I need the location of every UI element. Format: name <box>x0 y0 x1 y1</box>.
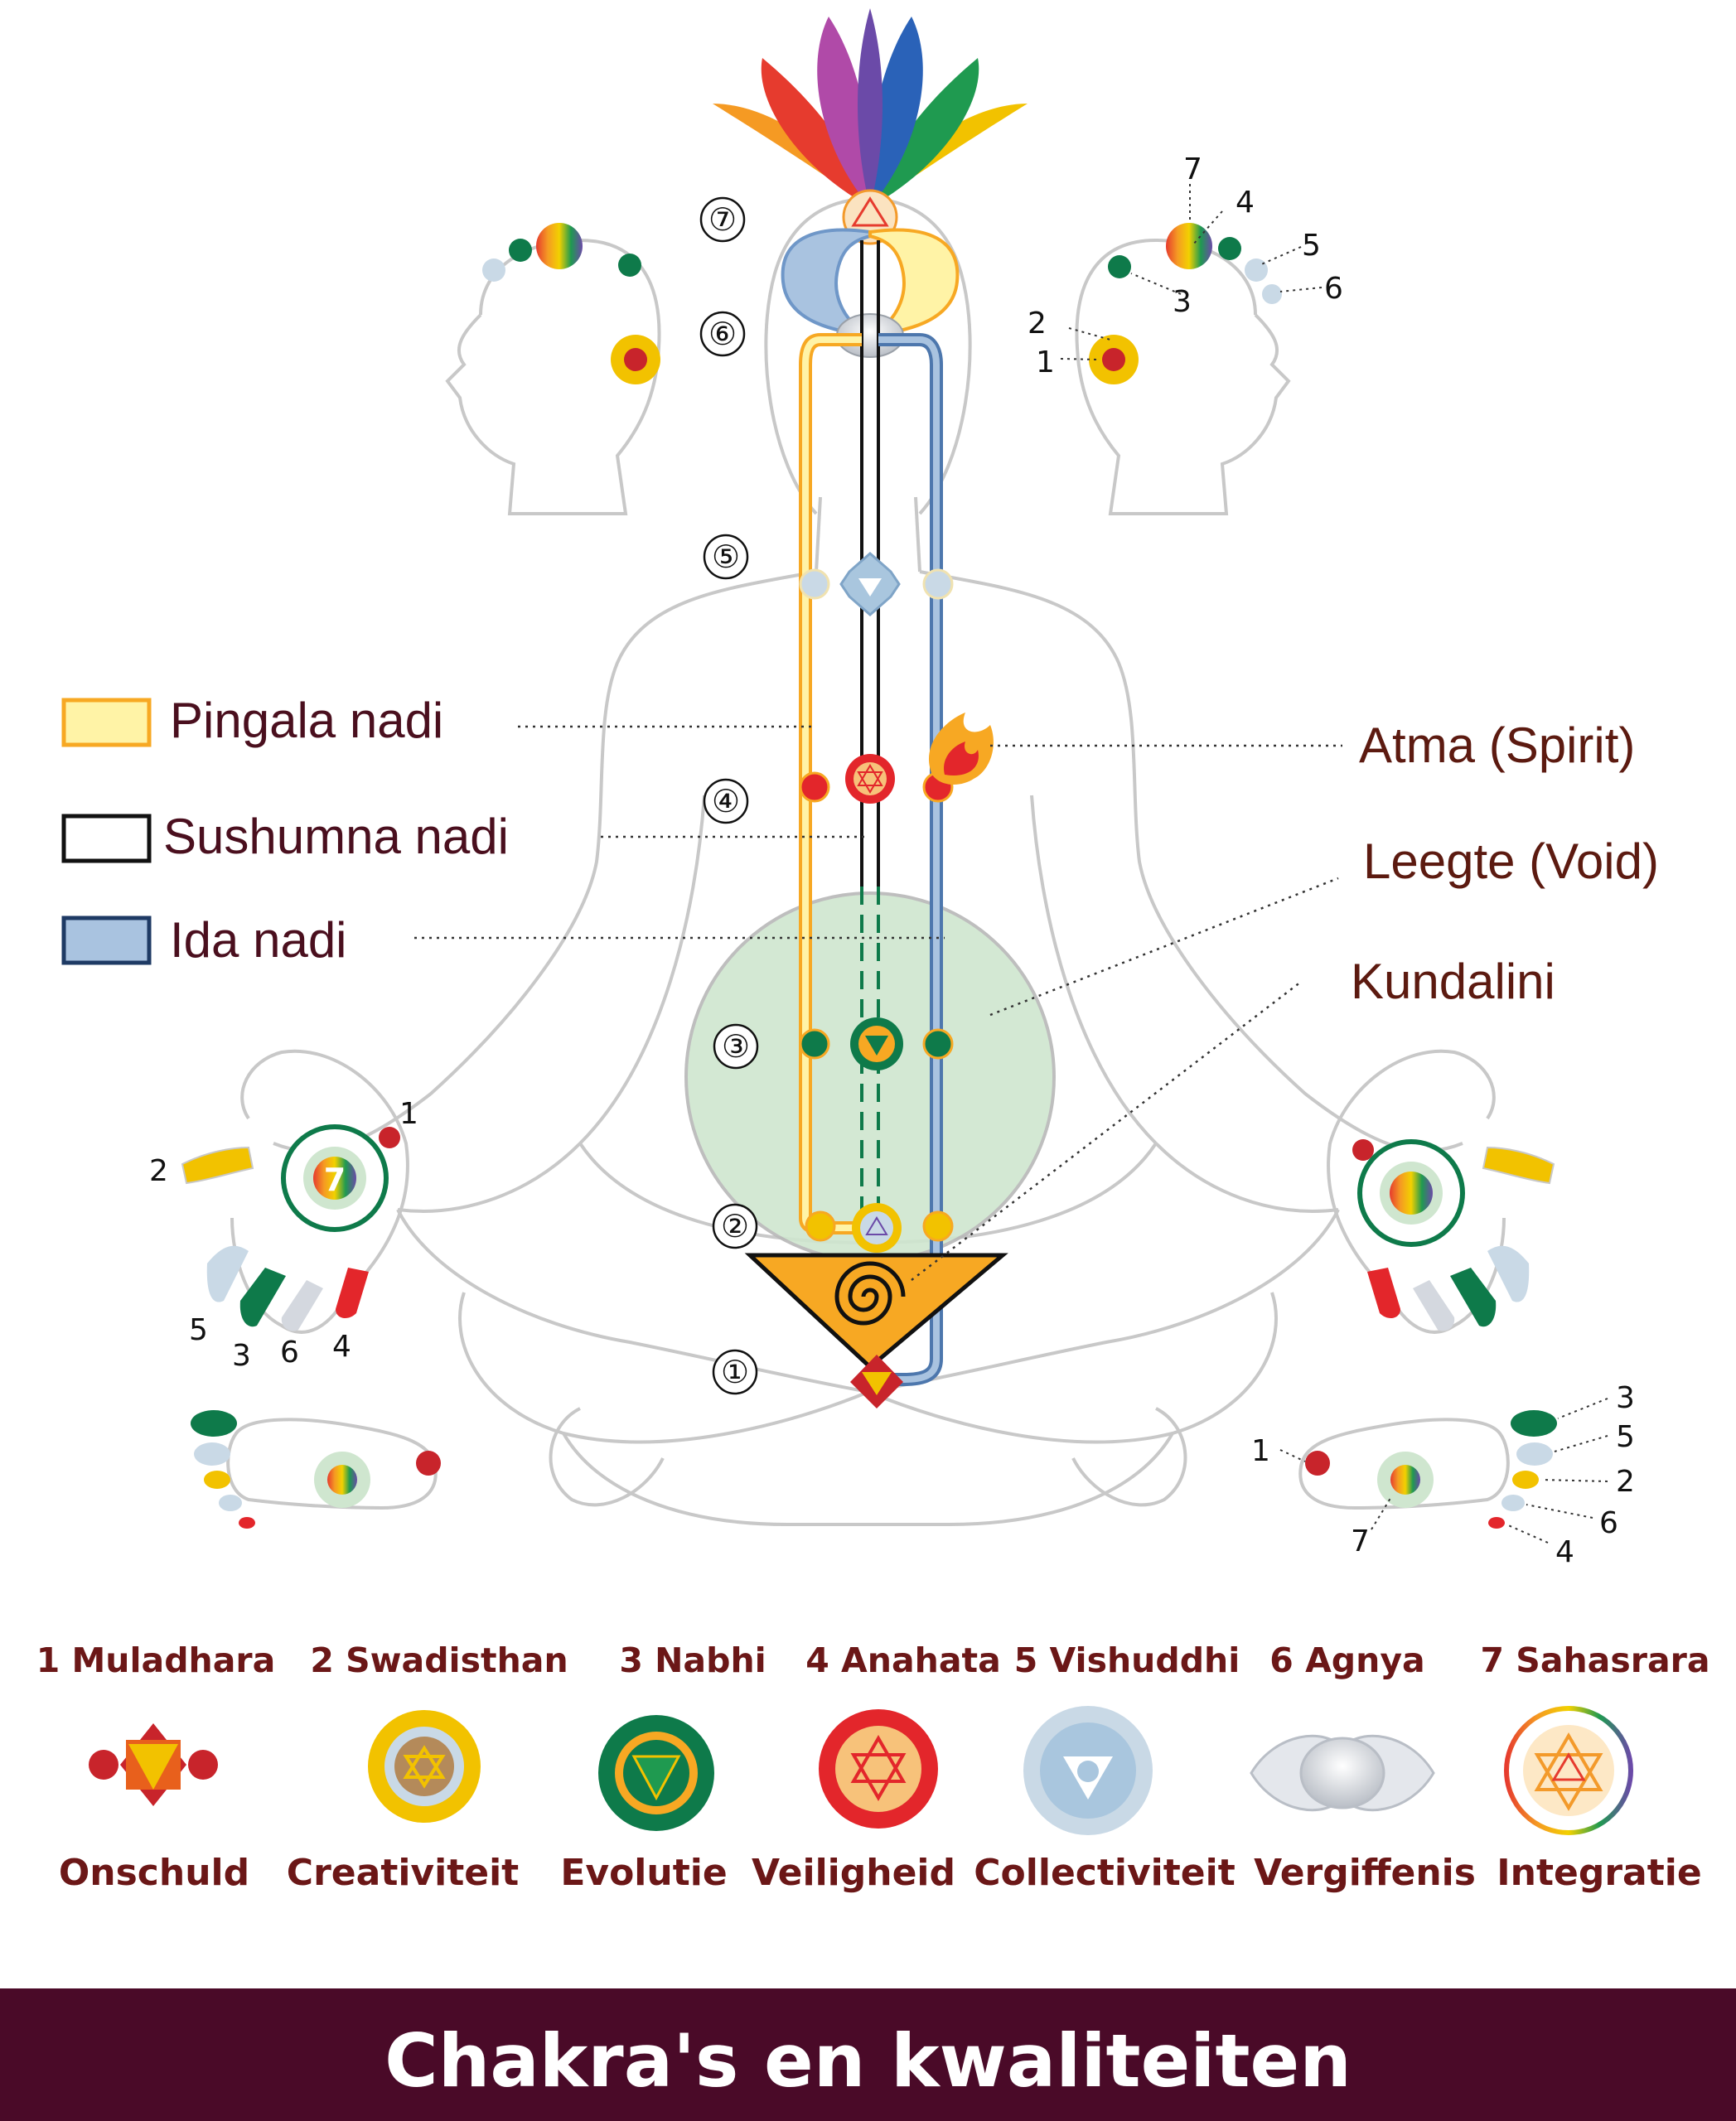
right-hand-chakras <box>1352 1139 1555 1331</box>
hand-number: 7 <box>324 1162 346 1198</box>
kundalini-callout: Kundalini <box>1351 954 1555 1009</box>
chakra-symbol-muladhara <box>89 1723 218 1806</box>
footer-banner: Chakra's en kwaliteiten <box>0 1988 1736 2121</box>
quality-vergiffenis: Vergiffenis <box>1254 1852 1476 1894</box>
quality-evolutie: Evolutie <box>560 1852 728 1894</box>
atma-flame-icon <box>928 713 994 785</box>
foot-number: 2 <box>1616 1465 1635 1499</box>
spine-number: ② <box>721 1208 749 1244</box>
ida-legend-swatch <box>61 916 152 965</box>
chakra-symbol-nabhi <box>598 1715 714 1831</box>
foot-number: 6 <box>1599 1506 1618 1540</box>
chakra-name-agnya: 6 Agnya <box>1269 1640 1425 1680</box>
hand-number: 5 <box>189 1313 208 1347</box>
spine-number: ① <box>721 1354 749 1390</box>
hand-number: 2 <box>149 1154 168 1188</box>
spine-number: ⑦ <box>708 201 737 238</box>
hand-number: 6 <box>280 1336 299 1370</box>
chakra-name-sahasrara: 7 Sahasrara <box>1480 1640 1710 1680</box>
chakra-symbol-sahasrara <box>1504 1706 1633 1835</box>
spine-number: ⑥ <box>708 316 737 352</box>
foot-number: 5 <box>1616 1420 1635 1454</box>
quality-onschuld: Onschuld <box>58 1852 250 1894</box>
ida-legend-label: Ida nadi <box>170 912 347 968</box>
spine-number: ④ <box>712 783 740 819</box>
ida-channel-fill <box>878 336 940 1383</box>
right-head-chakras: 7 4 5 6 3 2 1 <box>1028 152 1343 384</box>
spine-number: ③ <box>722 1028 750 1065</box>
spine-number: ⑤ <box>712 539 740 575</box>
spine-numbers: ⑦ ⑥ ⑤ ④ ③ ② ① <box>699 196 759 1395</box>
quality-veiligheid: Veiligheid <box>752 1852 955 1894</box>
left-head-chakras <box>482 223 660 384</box>
quality-creativiteit: Creativiteit <box>286 1852 520 1894</box>
foot-number: 1 <box>1251 1434 1270 1468</box>
foot-number: 7 <box>1351 1524 1370 1558</box>
void-callout: Leegte (Void) <box>1363 833 1659 889</box>
left-foot-chakras <box>191 1410 441 1529</box>
sahasrara-lotus <box>713 8 1028 245</box>
quality-integratie: Integratie <box>1497 1852 1702 1894</box>
chakra-symbol-vishuddhi <box>1023 1706 1153 1835</box>
head-number: 3 <box>1173 285 1192 319</box>
head-number: 6 <box>1324 272 1343 306</box>
chakra-name-nabhi: 3 Nabhi <box>619 1640 766 1680</box>
head-number: 2 <box>1028 307 1047 341</box>
kundalini-triangle <box>744 1253 1008 1370</box>
pingala-legend-swatch <box>61 698 152 747</box>
pingala-legend-label: Pingala nadi <box>170 693 444 748</box>
sushumna-legend-label: Sushumna nadi <box>163 809 509 864</box>
head-number: 1 <box>1036 345 1055 379</box>
hand-number: 4 <box>332 1330 351 1364</box>
head-number: 5 <box>1302 229 1321 263</box>
hand-number: 3 <box>232 1339 251 1373</box>
head-number: 7 <box>1183 152 1202 186</box>
atma-callout: Atma (Spirit) <box>1359 717 1636 773</box>
footer-title: Chakra's en kwaliteiten <box>384 2018 1352 2104</box>
body-outline <box>226 196 1510 1526</box>
chakra-symbol-swadisthan <box>368 1710 481 1823</box>
chakra-name-vishuddhi: 5 Vishuddhi <box>1013 1640 1240 1680</box>
foot-number: 3 <box>1616 1381 1635 1415</box>
chakra-symbol-agnya <box>1250 1734 1435 1812</box>
callout-leaders <box>414 725 1342 1281</box>
chakra-name-swadisthan: 2 Swadisthan <box>310 1640 568 1680</box>
chakra-name-anahata: 4 Anahata <box>805 1640 1001 1680</box>
sushumna-legend-swatch <box>61 814 152 863</box>
chakra-symbol-anahata <box>819 1709 938 1829</box>
chakra-name-muladhara: 1 Muladhara <box>36 1640 276 1680</box>
hand-number: 1 <box>399 1097 418 1131</box>
foot-number: 4 <box>1555 1535 1574 1569</box>
head-number: 4 <box>1236 186 1255 220</box>
left-hand-chakras: 7 1 2 5 3 6 4 <box>149 1097 418 1373</box>
quality-collectiviteit: Collectiviteit <box>974 1852 1236 1894</box>
right-foot-chakras: 3 5 2 6 4 1 7 <box>1251 1381 1635 1569</box>
spine-chakras <box>799 552 954 1408</box>
